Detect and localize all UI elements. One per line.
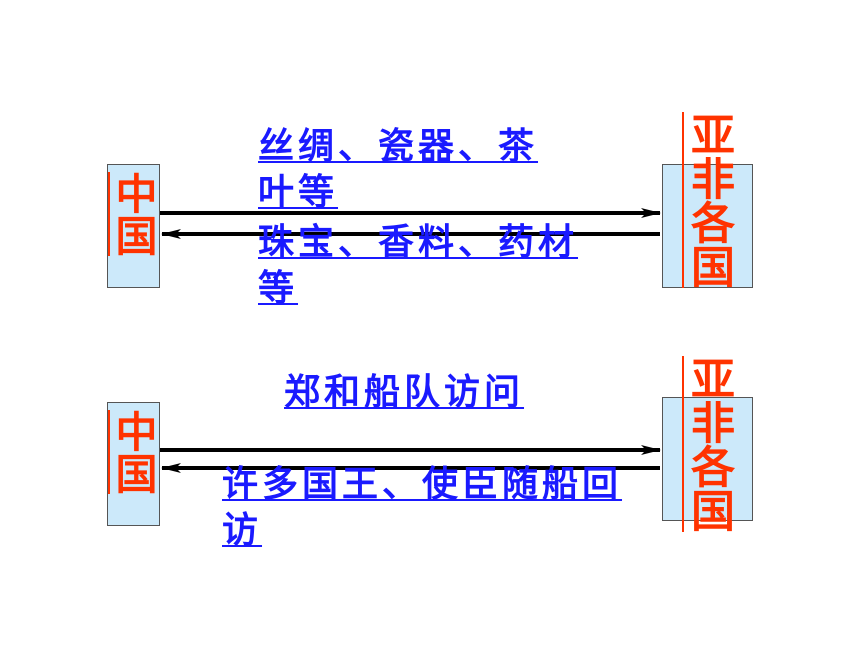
inbound-goods-text-top: 珠宝、香料、药材等 — [258, 222, 579, 309]
asia-africa-box-bottom — [662, 397, 753, 521]
asia-africa-label-top: 亚非各国 — [683, 112, 734, 288]
china-label-bottom: 中国 — [109, 410, 158, 494]
asia-africa-label-bottom: 亚非各国 — [683, 356, 734, 532]
china-label-top: 中国 — [109, 172, 158, 256]
china-box-bottom — [107, 402, 160, 526]
outbound-goods-text-top: 丝绸、瓷器、茶叶等 — [258, 126, 539, 213]
asia-africa-box-top — [662, 164, 753, 288]
china-box-top — [107, 164, 160, 288]
inbound-visit-text-bottom: 许多国王、使臣随船回访 — [222, 464, 623, 551]
outbound-visit-text-bottom: 郑和船队访问 — [284, 372, 525, 413]
